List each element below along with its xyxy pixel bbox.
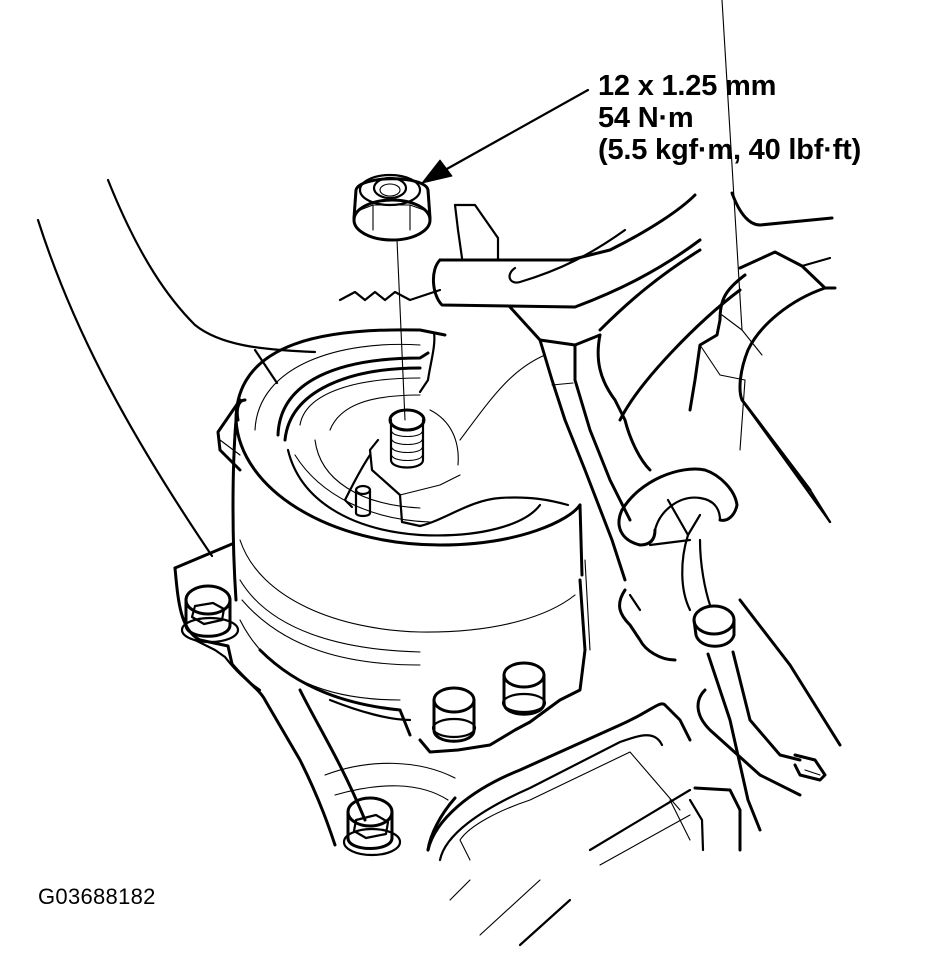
torque-spec-callout: 12 x 1.25 mm 54 N·m (5.5 kgf·m, 40 lbf·f…: [598, 70, 861, 166]
callout-arrow: [421, 88, 590, 184]
flange-nut: [352, 173, 432, 242]
background-frame-lines: [36, 178, 317, 558]
figure-id: G03688182: [38, 884, 156, 909]
mounting-bolt-center: [431, 686, 477, 743]
mount-stud: [343, 354, 570, 528]
lower-housing: [426, 702, 742, 947]
mounting-bolt-right: [501, 661, 547, 716]
mount-bracket: [173, 542, 591, 852]
frame-rail: [688, 0, 837, 524]
thread-size-label: 12 x 1.25 mm: [598, 70, 777, 102]
torque-nm-label: 54 N·m: [598, 102, 694, 134]
upper-bracket: [338, 193, 702, 309]
hose-and-clamp: [617, 467, 842, 832]
side-boss: [216, 398, 247, 472]
torque-alt-units-label: (5.5 kgf·m, 40 lbf·ft): [598, 134, 862, 166]
mount-arm: [508, 248, 742, 582]
engine-mount-body: [231, 328, 584, 737]
mounting-bolt-bottom: [342, 796, 402, 857]
mounting-bolt-left: [180, 584, 240, 644]
